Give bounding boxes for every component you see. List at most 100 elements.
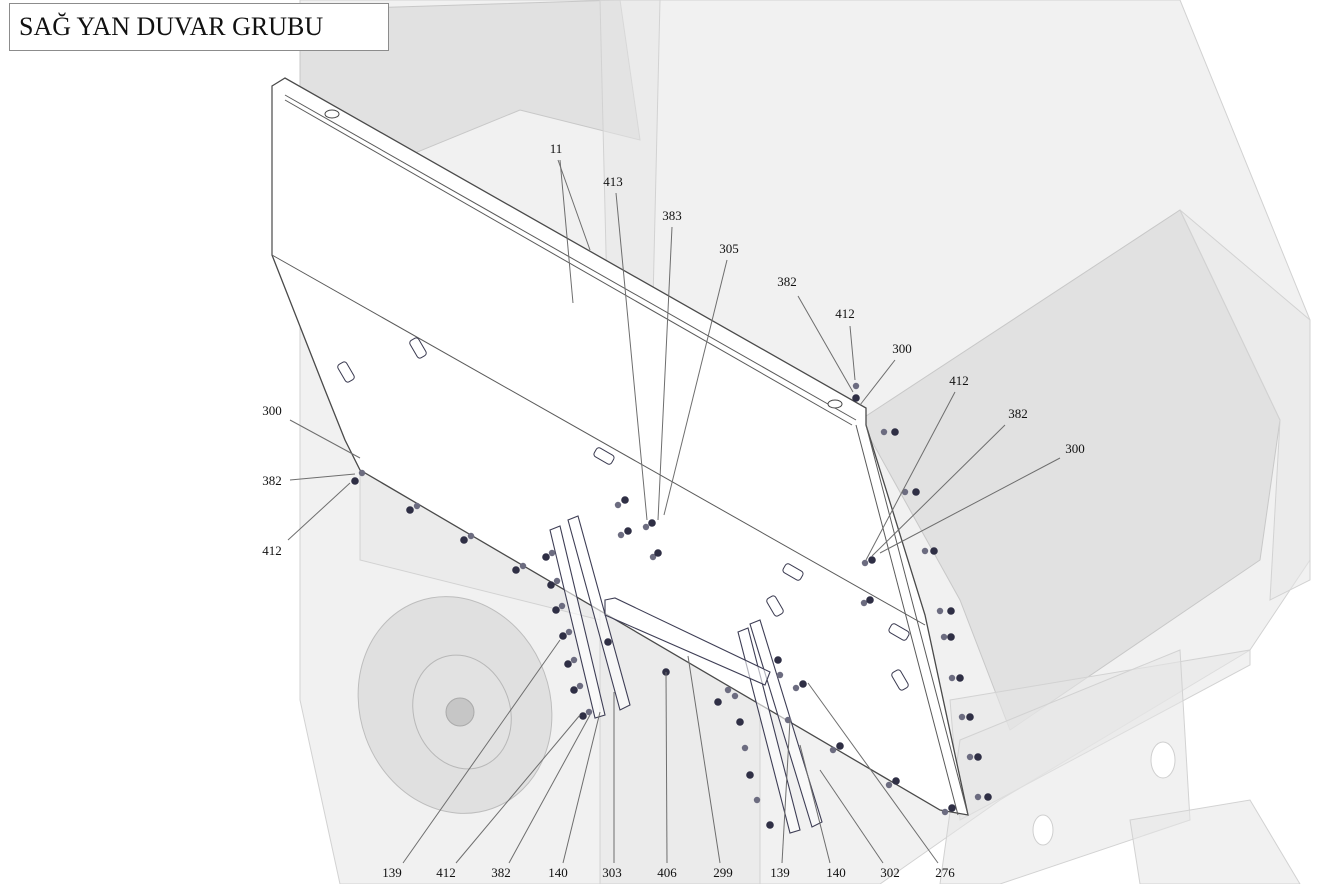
fastener-nut — [852, 382, 860, 390]
fastener-nut — [614, 501, 622, 509]
callout-406: 406 — [657, 671, 677, 880]
leader-line — [289, 419, 361, 459]
leader-line — [665, 671, 668, 864]
fastener-nut — [836, 742, 844, 750]
callout-label: 140 — [548, 865, 568, 880]
callout-label: 300 — [262, 403, 282, 418]
fastener-nut — [891, 428, 899, 436]
fastener-nut — [724, 686, 732, 694]
callout-label: 413 — [603, 174, 623, 189]
fastener-nut — [559, 632, 567, 640]
callout-413: 413 — [603, 174, 648, 521]
fastener-nut — [621, 496, 629, 504]
lifting-hole — [324, 109, 340, 119]
leader-line — [859, 359, 896, 406]
fastener-nut — [564, 660, 572, 668]
fastener-nut — [912, 488, 920, 496]
callout-label: 412 — [949, 373, 969, 388]
callout-382: 382 — [871, 406, 1028, 557]
fastener-nut — [984, 793, 992, 801]
callout-412: 412 — [436, 714, 581, 880]
fastener-nut — [548, 549, 556, 557]
callout-140: 140 — [799, 744, 846, 880]
fastener-nut — [930, 547, 938, 555]
callout-label: 139 — [770, 865, 790, 880]
callout-303: 303 — [602, 692, 622, 880]
callout-382: 382 — [777, 274, 854, 393]
callout-140: 140 — [548, 711, 601, 880]
fastener-nut — [892, 777, 900, 785]
fastener-nut — [966, 713, 974, 721]
fastener-nut — [617, 531, 625, 539]
fastener-nut — [585, 708, 593, 716]
callout-300: 300 — [859, 341, 912, 406]
side-wall-panel — [271, 77, 969, 816]
leader-line — [663, 259, 728, 516]
fastener-nut — [948, 804, 956, 812]
fastener-nut — [921, 547, 929, 555]
fastener-nut — [460, 536, 468, 544]
fastener-nut — [947, 607, 955, 615]
fastener-nut — [860, 599, 868, 607]
fastener-nut — [966, 753, 974, 761]
fastener-nut — [642, 523, 650, 531]
leader-line — [871, 424, 1006, 557]
fastener-nut — [958, 713, 966, 721]
fastener-nut — [413, 502, 421, 510]
fastener-nut — [649, 553, 657, 561]
fastener-nut — [974, 753, 982, 761]
fastener-nut — [604, 638, 612, 646]
callout-412: 412 — [835, 306, 856, 381]
fastener-nut — [766, 821, 774, 829]
fastener-nut — [358, 469, 366, 477]
mounting-bracket — [409, 337, 427, 359]
diagram-title: SAĞ YAN DUVAR GRUBU — [9, 3, 389, 51]
lifting-hole — [827, 399, 843, 409]
leader-line — [508, 714, 591, 864]
fastener-nut — [558, 602, 566, 610]
leader-line — [615, 192, 648, 521]
leader-line — [865, 391, 956, 561]
leader-line — [657, 226, 673, 521]
callout-label: 300 — [1065, 441, 1085, 456]
leader-line — [849, 325, 856, 381]
leader-line — [562, 711, 601, 864]
fastener-nut — [579, 712, 587, 720]
fastener-nut — [852, 394, 860, 402]
callout-label: 302 — [880, 865, 900, 880]
callout-label: 299 — [713, 865, 733, 880]
fastener-nut — [351, 477, 359, 485]
callout-302: 302 — [819, 769, 900, 880]
fastener-nut — [880, 428, 888, 436]
fastener-nut — [570, 656, 578, 664]
fastener-nut — [741, 744, 749, 752]
fastener-nut — [714, 698, 722, 706]
fastener-group — [337, 337, 992, 829]
fastener-nut — [576, 682, 584, 690]
leader-line — [559, 159, 574, 304]
fastener-nut — [936, 607, 944, 615]
frame-hole — [1150, 741, 1176, 779]
fastener-nut — [552, 606, 560, 614]
fastener-nut — [648, 519, 656, 527]
leader-line — [799, 744, 831, 864]
callout-label: 412 — [262, 543, 282, 558]
callout-label: 300 — [892, 341, 912, 356]
leader-line — [819, 769, 884, 864]
callout-label: 11 — [550, 141, 563, 156]
leader-line — [879, 457, 1061, 554]
callout-139: 139 — [770, 719, 791, 880]
callout-300: 300 — [879, 441, 1085, 554]
fastener-nut — [866, 596, 874, 604]
fastener-nut — [736, 718, 744, 726]
fastener-nut — [570, 686, 578, 694]
callout-label: 412 — [835, 306, 855, 321]
callout-label: 412 — [436, 865, 456, 880]
wheel — [357, 596, 553, 814]
leader-line — [557, 159, 591, 251]
callout-382: 382 — [491, 714, 591, 880]
callout-label: 303 — [602, 865, 622, 880]
fastener-nut — [956, 674, 964, 682]
callout-299: 299 — [687, 655, 733, 880]
